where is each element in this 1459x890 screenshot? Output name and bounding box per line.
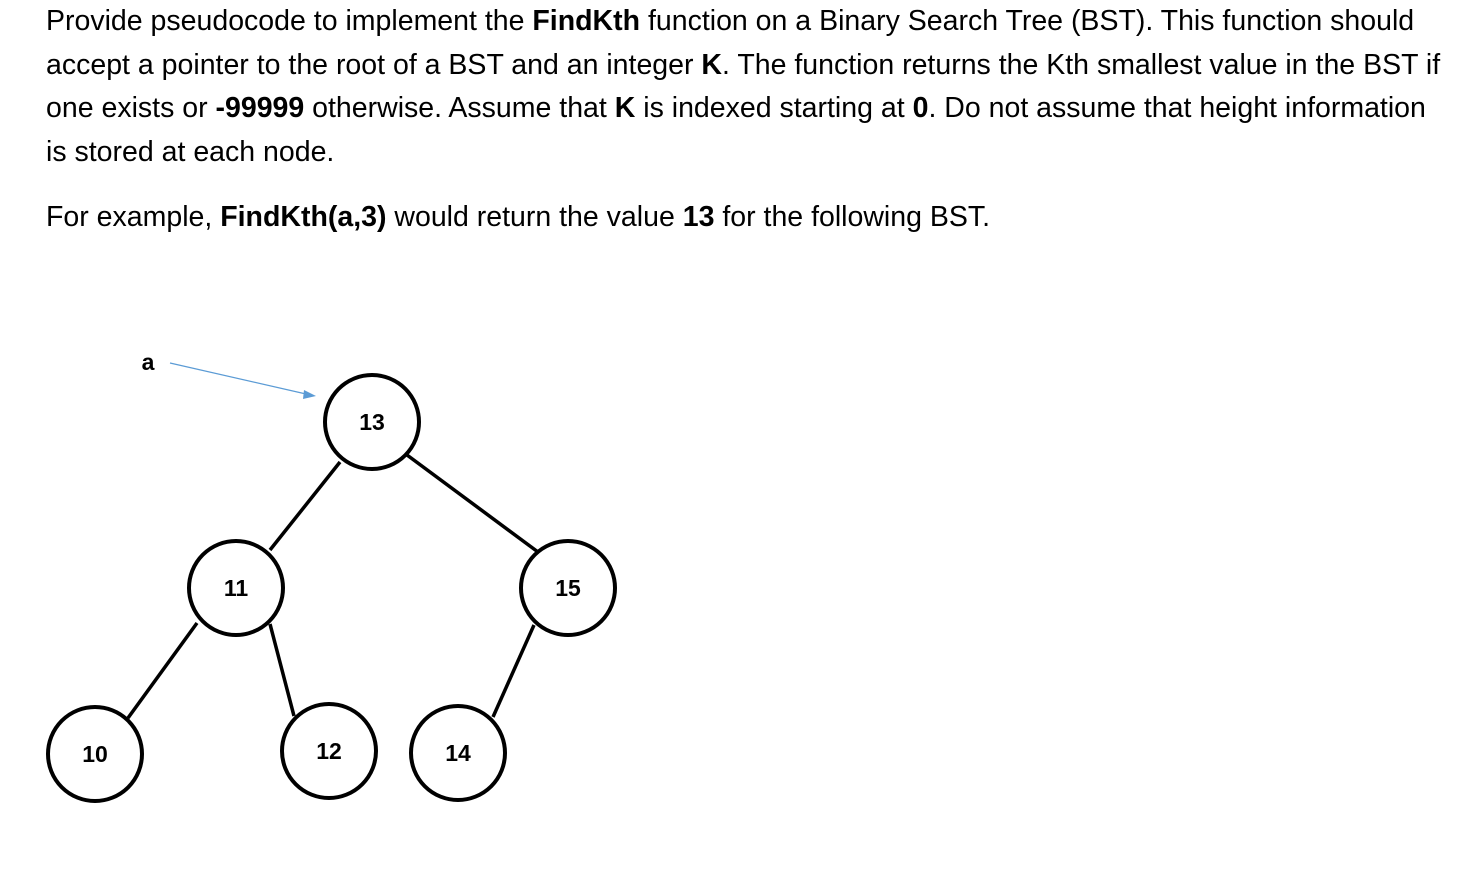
node-value: 11 <box>224 575 249 601</box>
node-circle <box>409 704 507 802</box>
tree-node: 10 <box>46 705 144 803</box>
node-value: 12 <box>316 738 342 764</box>
text-run: for the following BST. <box>714 201 991 233</box>
bst-nodes: 13 11 15 10 12 14 <box>46 373 617 803</box>
text-run: would return the value <box>386 201 683 233</box>
node-value: 15 <box>555 575 581 601</box>
start-index: 0 <box>912 92 929 124</box>
tree-edge <box>491 624 536 718</box>
example-paragraph: For example, FindKth(a,3) would return t… <box>46 196 1451 240</box>
node-circle <box>280 702 378 800</box>
bst-edges <box>126 453 540 720</box>
question-document: Provide pseudocode to implement the Find… <box>46 0 1451 240</box>
tree-node: 15 <box>519 539 617 637</box>
param-k: K <box>701 48 722 81</box>
param-k: K <box>614 92 636 124</box>
tree-node: 13 <box>323 373 421 471</box>
text-run: otherwise. Assume that <box>304 92 615 124</box>
question-paragraph: Provide pseudocode to implement the Find… <box>46 0 1451 174</box>
tree-edge <box>268 623 296 717</box>
node-value: 10 <box>82 741 108 767</box>
tree-node: 14 <box>409 704 507 802</box>
node-circle <box>519 539 617 637</box>
tree-edge <box>268 460 342 552</box>
text-run: Provide pseudocode to implement the <box>46 5 533 37</box>
text-run: For example, <box>46 201 221 233</box>
text-run: . Do not assume that height information … <box>46 92 1426 168</box>
tree-edge <box>126 621 199 720</box>
example-call: FindKth(a,3) <box>220 201 387 233</box>
pointer-arrow <box>169 362 307 395</box>
text-run: is indexed starting at <box>635 92 913 124</box>
text-run: function on a Binary Search Tree (BST). … <box>46 5 1415 81</box>
node-circle <box>187 539 285 637</box>
function-name: FindKth <box>532 5 641 37</box>
tree-node: 12 <box>280 702 378 800</box>
sentinel-value: -99999 <box>215 92 305 124</box>
tree-node: 11 <box>187 539 285 637</box>
example-result: 13 <box>682 201 715 233</box>
root-pointer: a <box>142 349 316 399</box>
tree-edge <box>405 453 540 554</box>
node-value: 14 <box>445 740 471 766</box>
node-value: 13 <box>359 409 385 435</box>
node-circle <box>46 705 144 803</box>
pointer-arrowhead <box>303 390 316 399</box>
node-circle <box>323 373 421 471</box>
pointer-label: a <box>142 349 155 375</box>
text-run: . The function returns the Kth smallest … <box>46 48 1441 125</box>
